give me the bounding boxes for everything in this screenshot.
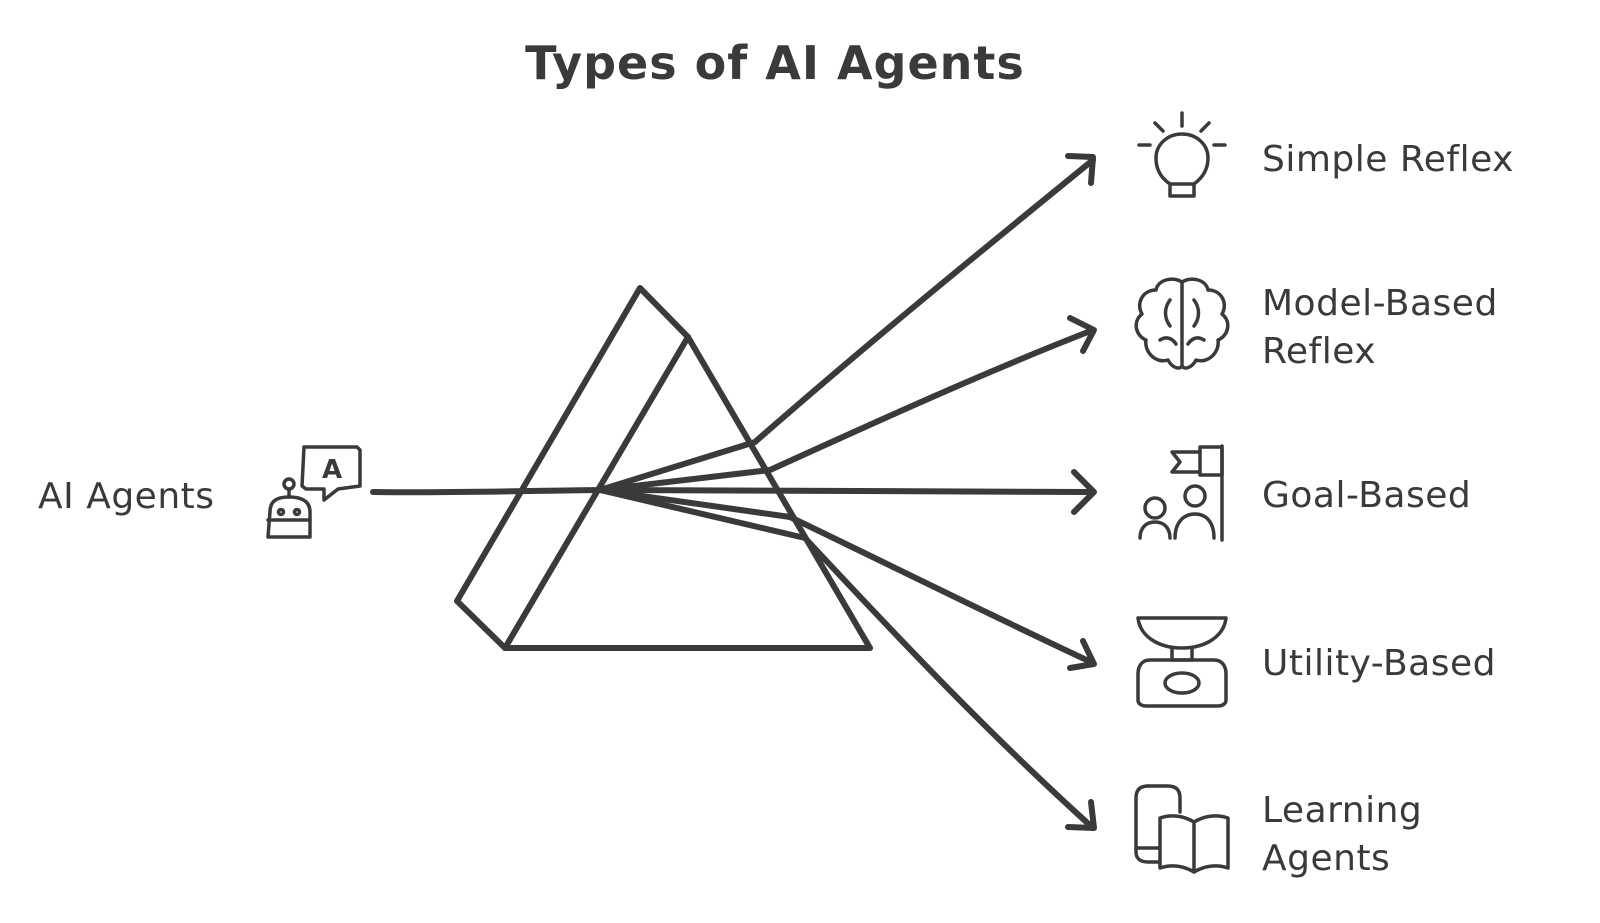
chat-bubble-letter: A <box>322 455 342 485</box>
arrowhead-model-based <box>1067 315 1097 354</box>
ray-learning-agents <box>802 535 1096 831</box>
internal-rays <box>597 439 808 541</box>
outgoing-rays <box>597 153 1097 831</box>
type-label-learning-agents: Learning Agents <box>1262 790 1423 879</box>
arrowhead-utility-based <box>1067 638 1097 671</box>
ray-model-based <box>767 327 1096 473</box>
prism-outline <box>454 285 873 651</box>
lightbulb-icon <box>1137 111 1227 198</box>
diagram-title: Types of AI Agents <box>525 36 1025 90</box>
robot-chat-icon <box>266 445 362 539</box>
type-label-model-based-reflex: Model-Based Reflex <box>1262 283 1498 372</box>
ray-simple-reflex <box>752 157 1096 445</box>
source-label-ai-agents: AI Agents <box>38 476 215 517</box>
phone-book-icon <box>1134 784 1230 874</box>
type-label-goal-based: Goal-Based <box>1262 475 1472 516</box>
brain-icon <box>1134 277 1230 370</box>
type-label-utility-based: Utility-Based <box>1262 643 1496 684</box>
scale-icon <box>1136 616 1228 708</box>
goal-flag-people-icon <box>1138 444 1224 542</box>
arrowhead-simple-reflex <box>1065 153 1096 186</box>
arrowhead-learning-agents <box>1065 799 1097 831</box>
incoming-beam <box>370 487 603 496</box>
type-label-simple-reflex: Simple Reflex <box>1262 139 1514 180</box>
arrowhead-goal-based <box>1071 469 1097 515</box>
ray-utility-based <box>787 514 1096 666</box>
ray-goal-based <box>597 487 1096 495</box>
